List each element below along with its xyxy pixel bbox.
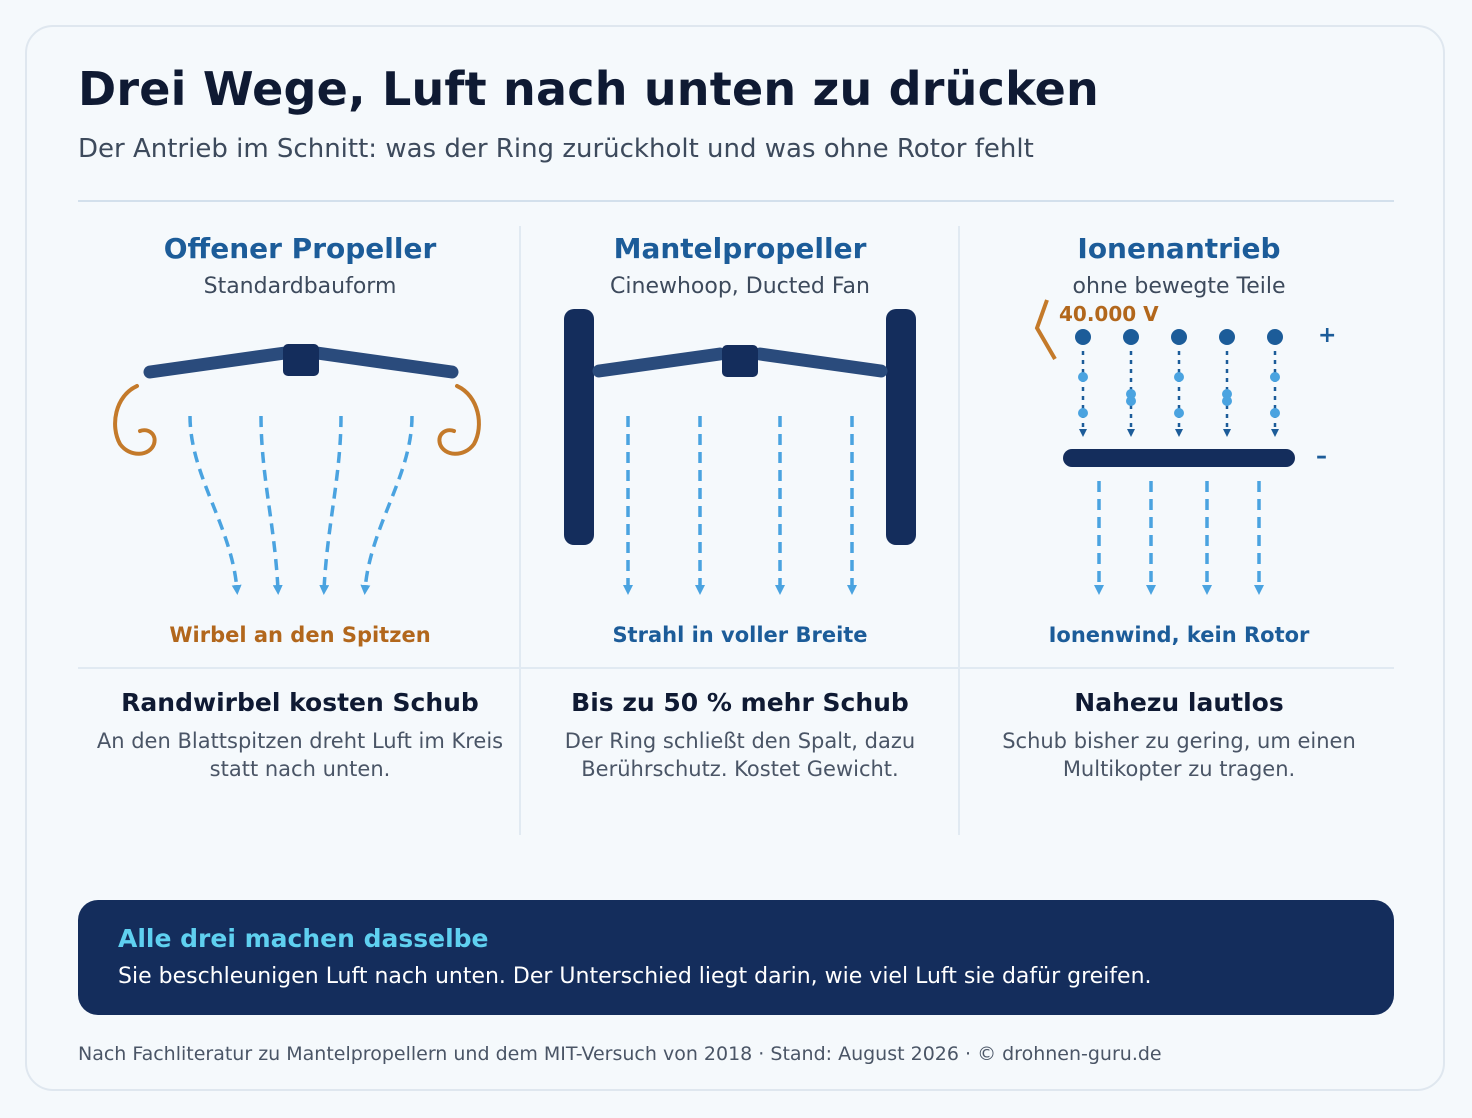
column-divider [958, 226, 960, 835]
minus-sign: – [1316, 444, 1327, 469]
open-propeller-diagram [113, 344, 481, 595]
column-subtitle: ohne bewegte Teile [1072, 274, 1286, 299]
ducted-fan-diagram [564, 309, 916, 595]
airflow-arrows [623, 416, 857, 595]
ion-drive-diagram: 40.000 V + – [1034, 299, 1336, 595]
column-title: Ionenantrieb [1077, 232, 1281, 265]
column-title: Mantelpropeller [613, 232, 867, 265]
ion-particles [1078, 372, 1280, 418]
propeller-hub [722, 345, 758, 377]
column-open-propeller: Offener Propeller Standardbauform Wirbel… [80, 226, 520, 836]
emitter-electrodes [1075, 329, 1283, 345]
column-divider [519, 226, 521, 835]
column-description: An den Blattspitzen dreht Luft im Kreis … [96, 729, 504, 781]
page-subtitle: Der Antrieb im Schnitt: was der Ring zur… [78, 134, 1034, 164]
column-heading: Randwirbel kosten Schub [121, 688, 479, 717]
ion-flow-arrows [1079, 351, 1279, 437]
plus-sign: + [1318, 323, 1336, 348]
column-description: Schub bisher zu gering, um einen Multiko… [1002, 729, 1356, 781]
tip-vortex-icon [113, 384, 481, 456]
column-heading: Bis zu 50 % mehr Schub [571, 688, 909, 717]
page-title: Drei Wege, Luft nach unten zu drücken [78, 62, 1099, 116]
banner-text: Sie beschleunigen Luft nach unten. Der U… [118, 964, 1152, 989]
duct-wall-left [564, 309, 594, 545]
column-ion-drive: Ionenantrieb ohne bewegte Teile 40.000 V… [959, 226, 1399, 836]
column-caption: Strahl in voller Breite [612, 623, 868, 647]
column-heading: Nahezu lautlos [1074, 688, 1284, 717]
summary-banner: Alle drei machen dasselbe Sie beschleuni… [78, 900, 1394, 1015]
footer-source: Nach Fachliteratur zu Mantelpropellern u… [78, 1043, 1162, 1065]
column-ducted-fan: Mantelpropeller Cinewhoop, Ducted Fan St… [520, 226, 960, 836]
column-subtitle: Standardbauform [203, 274, 397, 299]
section-divider [78, 667, 1394, 669]
column-caption: Ionenwind, kein Rotor [1048, 623, 1310, 647]
banner-title: Alle drei machen dasselbe [118, 924, 489, 953]
propeller-blades [592, 347, 888, 378]
column-title: Offener Propeller [163, 232, 437, 265]
header-divider [78, 200, 1394, 202]
column-description: Der Ring schließt den Spalt, dazu Berühr… [564, 729, 916, 781]
column-subtitle: Cinewhoop, Ducted Fan [610, 274, 870, 299]
propeller-blades [143, 346, 459, 379]
duct-wall-right [886, 309, 916, 545]
airflow-arrows [1094, 481, 1264, 595]
airflow-arrows [188, 415, 414, 595]
column-caption: Wirbel an den Spitzen [169, 623, 431, 647]
propeller-hub [283, 344, 319, 376]
lightning-icon [1034, 299, 1057, 361]
voltage-label: 40.000 V [1059, 302, 1159, 326]
collector-electrode [1063, 449, 1295, 467]
